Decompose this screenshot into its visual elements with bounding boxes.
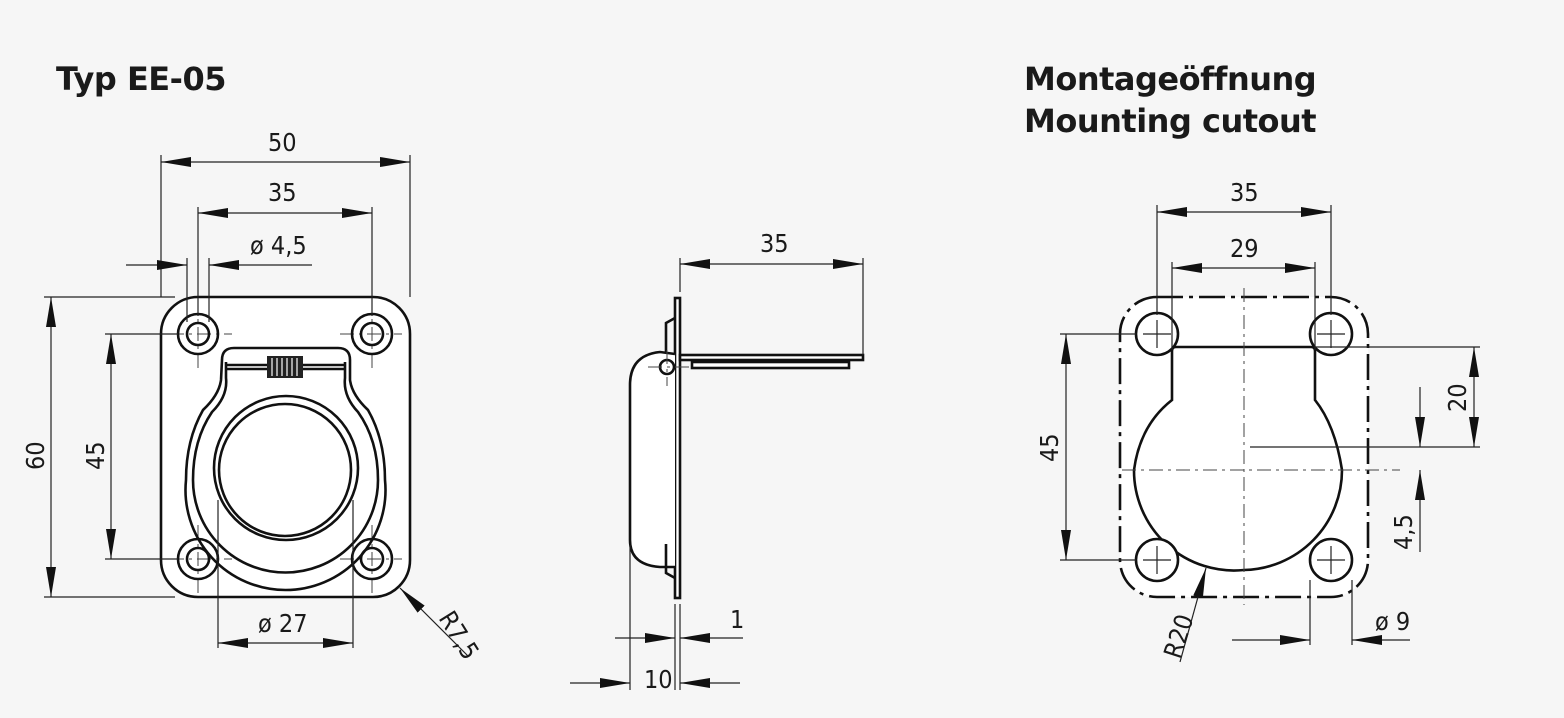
dim-height: 60 [21, 441, 50, 470]
side-ring [678, 353, 865, 362]
cutout-title-english: Mounting cutout [1024, 102, 1317, 140]
dim-slot-depth: 20 [1443, 383, 1472, 412]
side-plate [673, 296, 682, 600]
base-plate [159, 295, 412, 599]
cutout-view: 35 29 45 20 4,5 R20 ø 9 [1035, 178, 1480, 663]
pull-ring [212, 394, 360, 542]
side-view: 35 1 10 [570, 229, 865, 694]
dim-depth: 10 [644, 665, 673, 694]
cutout-shape [1132, 345, 1344, 572]
cutout-hole [1308, 537, 1354, 583]
drawing-title-type: Typ EE-05 [56, 60, 226, 98]
dim-hole-spacing-h: 35 [268, 178, 297, 207]
dim-cutout-hole-spacing-v: 45 [1035, 433, 1064, 462]
dim-hole-spacing-v: 45 [81, 441, 110, 470]
recess-body [628, 350, 676, 569]
drawing-title-cutout: Montageöffnung Mounting cutout [1024, 58, 1317, 142]
dim-cutout-hole-spacing-h: 35 [1230, 178, 1259, 207]
dim-slot-width: 29 [1230, 234, 1259, 263]
cutout-hole [1308, 311, 1354, 357]
dim-cutout-hole-diameter: ø 9 [1375, 607, 1410, 636]
dim-plate-thickness: 1 [730, 605, 744, 634]
dim-width: 50 [268, 128, 297, 157]
dim-corner-radius: R7,5 [433, 606, 485, 665]
front-view: 50 35 ø 4,5 60 45 ø 27 R7,5 [21, 128, 485, 665]
dim-cutout-radius: R20 [1158, 611, 1199, 662]
dim-hole-diameter: ø 4,5 [250, 231, 307, 260]
recess-outline [184, 346, 387, 592]
cutout-title-german: Montageöffnung [1024, 60, 1317, 98]
dim-ring-diameter: ø 27 [258, 609, 308, 638]
dim-center-offset: 4,5 [1389, 514, 1418, 550]
dim-ring-length: 35 [760, 229, 789, 258]
cutout-hole [1134, 537, 1180, 583]
spring-icon [267, 356, 303, 378]
